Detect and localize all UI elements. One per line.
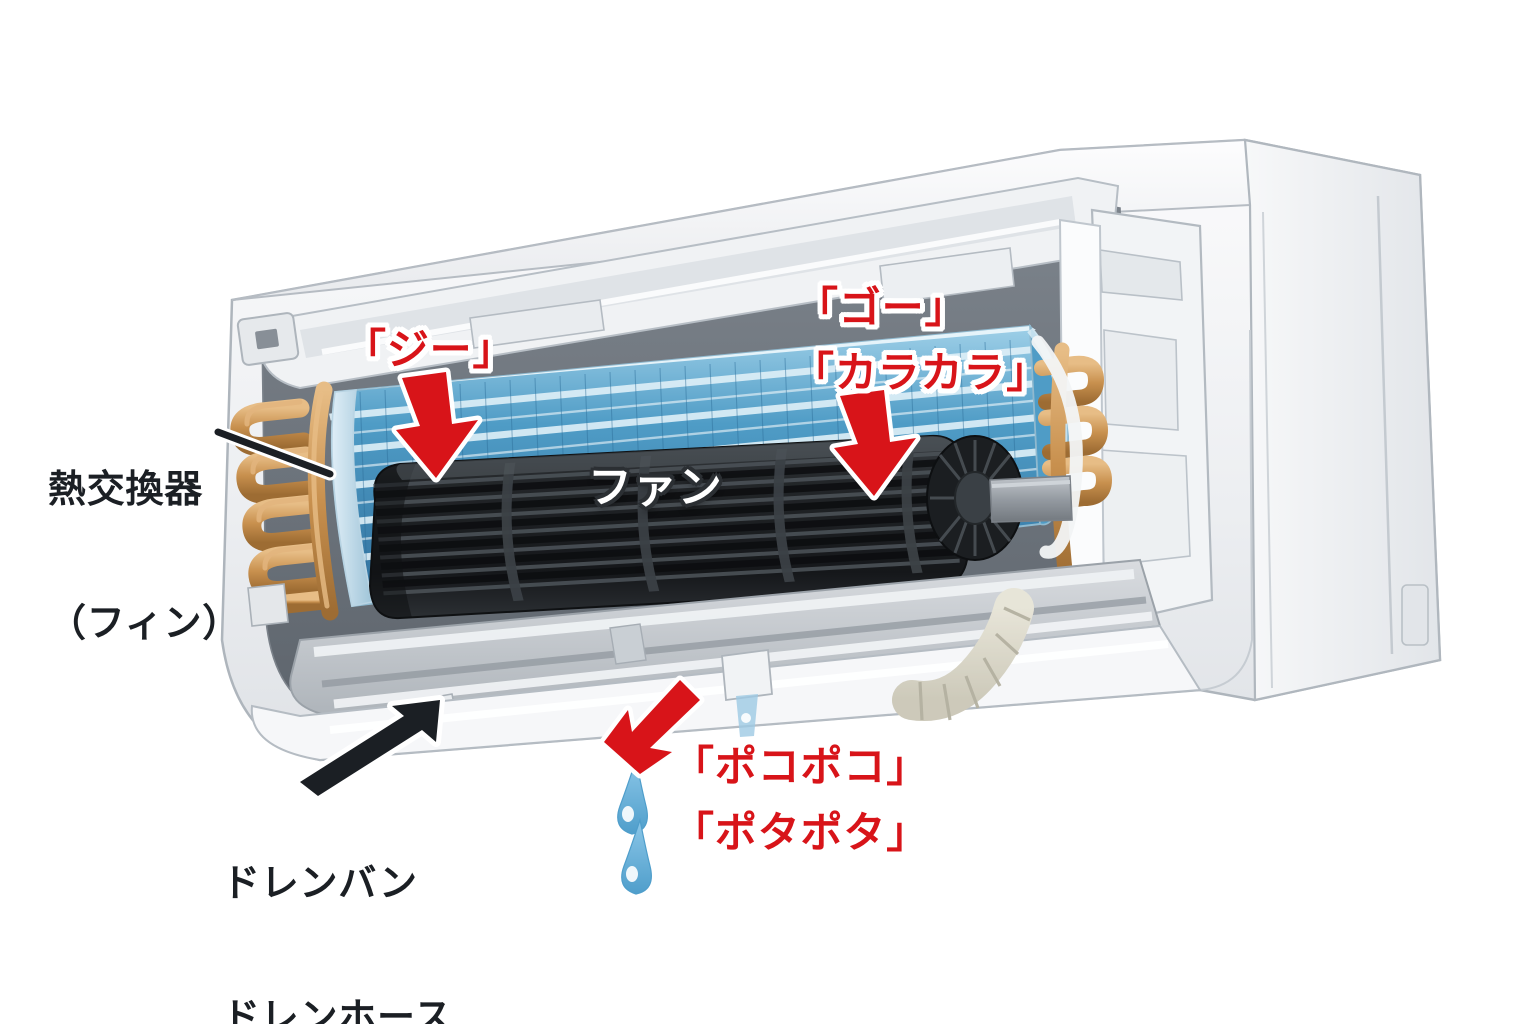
- arrow-jii-icon: [391, 367, 483, 483]
- right-end-coil: [1027, 323, 1113, 588]
- sound-annotation-goo: 「ゴー」: [796, 284, 968, 331]
- leader-line-heat-exchanger: [211, 425, 337, 481]
- label-drain-hose: ドレンホース: [222, 997, 453, 1024]
- drain-hose: [892, 588, 1034, 721]
- water-droplets: [617, 757, 652, 895]
- arrow-pokopoko-icon: [599, 675, 705, 779]
- arrow-karakara-icon: [829, 385, 921, 501]
- leader-arrow-drain-pan: [295, 695, 445, 801]
- sound-annotation-pokopoko: 「ポコポコ」: [672, 743, 930, 790]
- drain-pan: [247, 558, 1202, 762]
- label-heat-exchanger-line2: （フィン）: [48, 603, 242, 646]
- fan-shaft: [989, 475, 1073, 523]
- label-heat-exchanger: 熱交換器 （フィン）: [48, 378, 241, 737]
- label-fan: ファン: [588, 463, 723, 512]
- label-drain-pan: ドレンバン: [222, 862, 418, 905]
- label-drain: ドレンバン ドレンホース: [222, 772, 453, 1024]
- top-intake-grille: [236, 176, 1120, 390]
- sound-annotation-karakara: 「カラカラ」: [792, 349, 1050, 396]
- sound-annotation-jii: 「ジー」: [344, 326, 516, 373]
- sound-annotation-potapota: 「ポタポタ」: [672, 809, 930, 856]
- label-heat-exchanger-line1: 熱交換器: [48, 468, 204, 511]
